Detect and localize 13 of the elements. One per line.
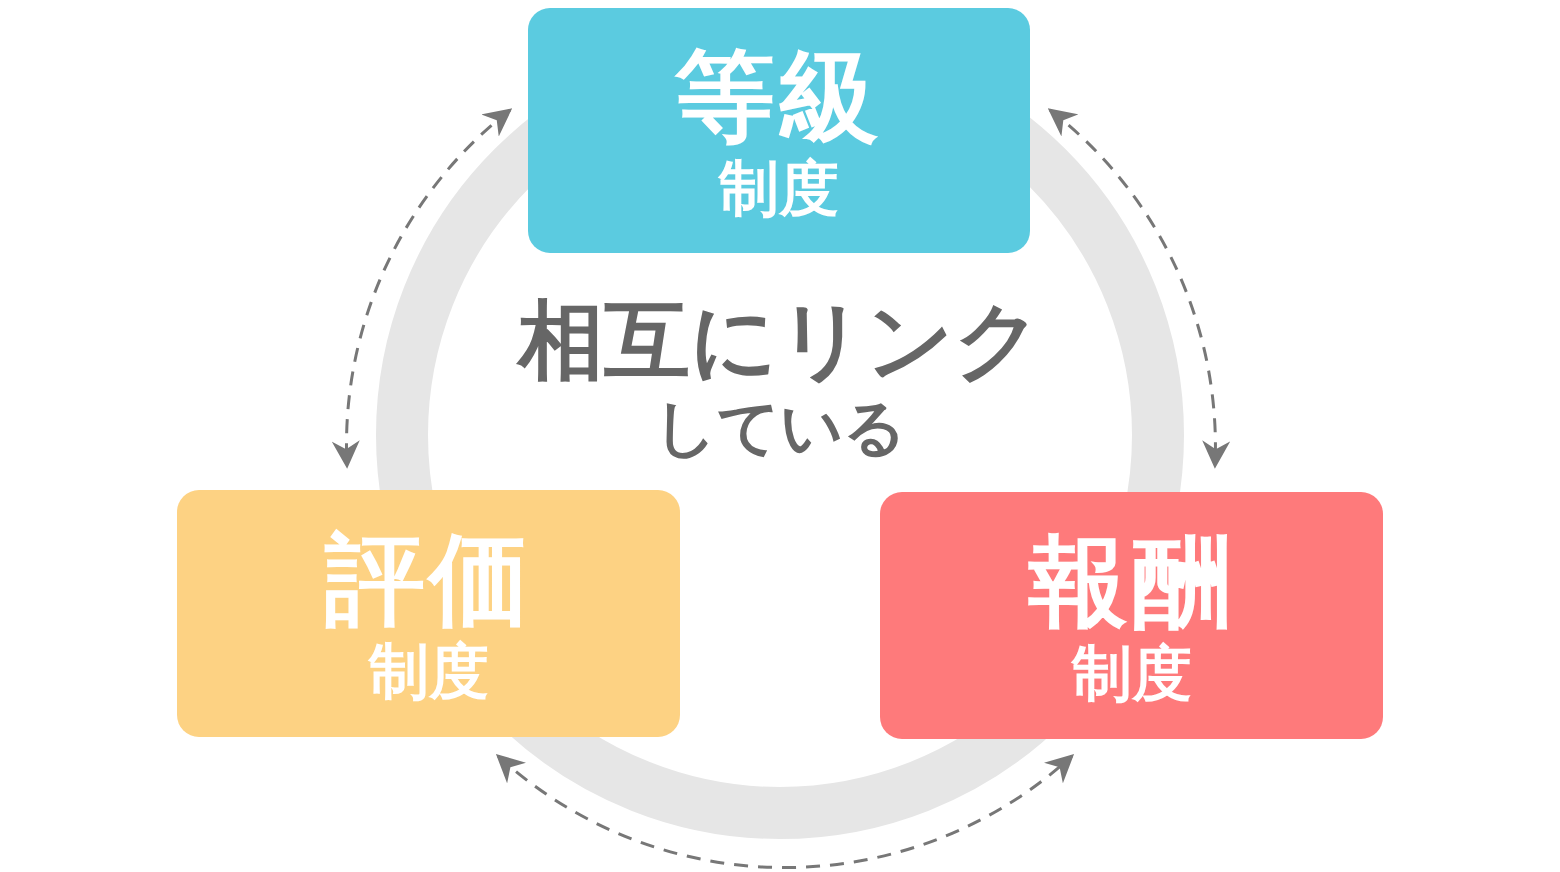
box-title: 等級 xyxy=(675,39,883,154)
category-box xyxy=(177,490,680,737)
arrow xyxy=(333,108,513,469)
category-box xyxy=(528,8,1030,253)
box-title: 報酬 xyxy=(1027,524,1236,639)
category-box xyxy=(880,492,1383,739)
arrow xyxy=(495,754,1075,869)
box-title: 評価 xyxy=(324,522,533,637)
box-subtitle: 制度 xyxy=(368,637,489,705)
center-label: 相互にリンクしている xyxy=(515,290,1043,466)
box-subtitle: 制度 xyxy=(719,154,839,222)
box-subtitle: 制度 xyxy=(1071,639,1192,707)
arrow xyxy=(1047,108,1229,469)
